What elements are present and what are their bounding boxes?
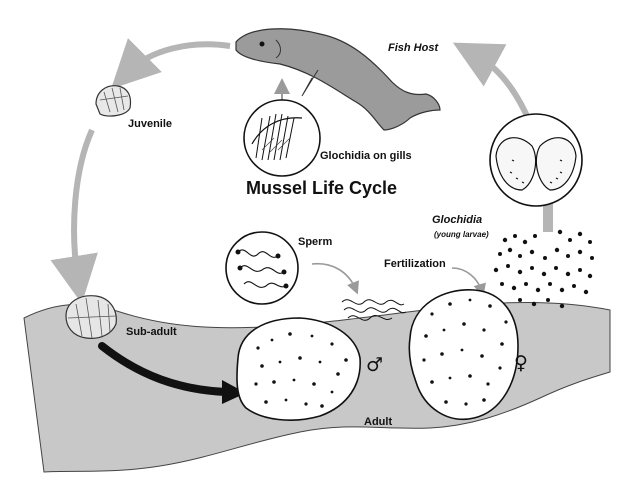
adult-female-shell-icon xyxy=(408,289,519,420)
female-symbol-icon: ♀ xyxy=(514,352,528,374)
cycle-arrow-juvenile-to-subadult xyxy=(50,128,98,304)
fish-host-icon xyxy=(235,28,441,131)
arrow-sperm-to-fertilization xyxy=(311,262,359,295)
arrow-fertilization-to-adult xyxy=(451,267,486,297)
subadult-shell-icon xyxy=(65,295,117,339)
juvenile-shell-icon xyxy=(95,85,132,117)
glochidia-circle xyxy=(489,113,583,207)
arrow-subadult-to-adult-head xyxy=(222,380,246,404)
adult-male-shell-icon xyxy=(236,317,361,421)
diagram-title: Mussel Life Cycle xyxy=(246,178,398,198)
label-adult: Adult xyxy=(364,416,393,428)
cycle-arrow-larvae-to-fish xyxy=(452,42,531,120)
male-symbol-icon: ♂ xyxy=(366,354,384,376)
label-sub-adult: Sub-adult xyxy=(126,326,177,338)
label-juvenile: Juvenile xyxy=(128,118,173,130)
fertilization-mass xyxy=(341,299,407,321)
label-sperm: Sperm xyxy=(298,236,333,248)
larvae-cloud xyxy=(493,229,594,309)
cycle-arrow-fish-to-juvenile xyxy=(111,38,231,89)
label-glochidia: Glochidia xyxy=(432,214,483,226)
label-glochidia-on-gills: Glochidia on gills xyxy=(320,150,412,162)
arrow-subadult-to-adult xyxy=(98,342,230,396)
sperm-circle xyxy=(225,231,299,305)
label-glochidia-note: (young larvae) xyxy=(434,230,489,239)
label-fish-host: Fish Host xyxy=(388,42,439,54)
label-fertilization: Fertilization xyxy=(384,258,446,270)
gills-circle xyxy=(243,99,321,177)
